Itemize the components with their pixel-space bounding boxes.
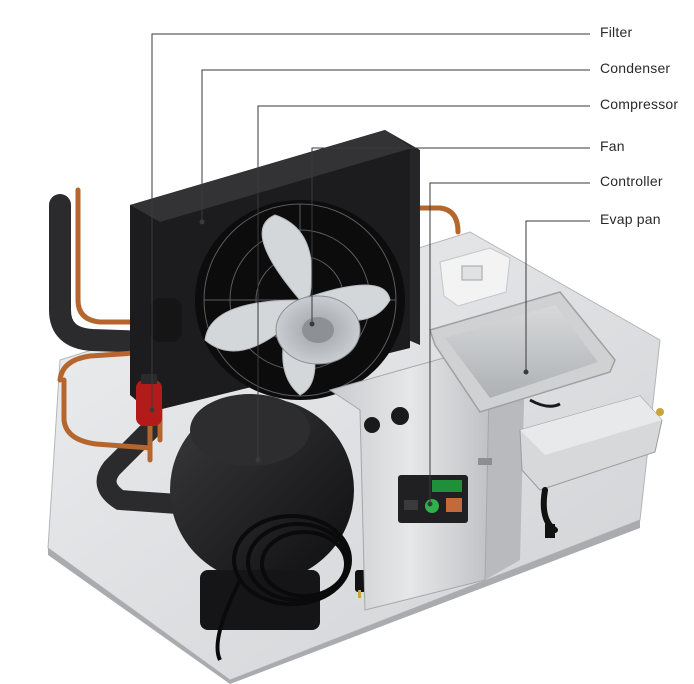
controller-label-plate: [478, 458, 492, 465]
insulated-pipe-lower: [96, 420, 188, 514]
label-controller: Controller: [600, 173, 663, 189]
leader-lines: [151, 33, 590, 504]
controller-knob: [425, 499, 439, 513]
compressor-base: [200, 570, 320, 630]
power-cord-coil: [215, 514, 352, 661]
compressor-top: [190, 394, 310, 466]
leader-dots: [149, 219, 529, 507]
evap-pan-inner: [445, 305, 598, 398]
controller-display: [432, 480, 462, 492]
leader-condenser: [201, 69, 590, 222]
fan-hub: [302, 317, 334, 343]
leader-filter: [151, 33, 590, 410]
evap-heater-top: [520, 396, 662, 455]
leader-evap-pan: [525, 220, 590, 372]
label-compressor: Compressor: [600, 96, 679, 112]
leader-compressor: [257, 105, 590, 460]
label-filter: Filter: [600, 24, 633, 40]
knockout-hole: [364, 417, 380, 433]
sight-glass-cap: [141, 374, 157, 384]
knockout-hole: [391, 407, 409, 425]
filter-drier: [150, 298, 182, 342]
controller-button: [404, 500, 418, 510]
heater-terminal: [656, 408, 664, 416]
label-fan: Fan: [600, 138, 625, 154]
condenser-top: [130, 130, 412, 222]
plug-prong: [358, 590, 361, 598]
outlet-receptacle: [461, 265, 483, 281]
sight-glass: [136, 380, 162, 426]
label-evap-pan: Evap pan: [600, 211, 661, 227]
controller-button: [446, 498, 462, 512]
insulated-pipe: [49, 194, 161, 353]
pan-cord: [529, 398, 561, 408]
heater-plug: [545, 524, 555, 538]
leader-controller: [429, 182, 590, 504]
leader-fan: [311, 147, 590, 324]
label-condenser: Condenser: [600, 60, 671, 76]
